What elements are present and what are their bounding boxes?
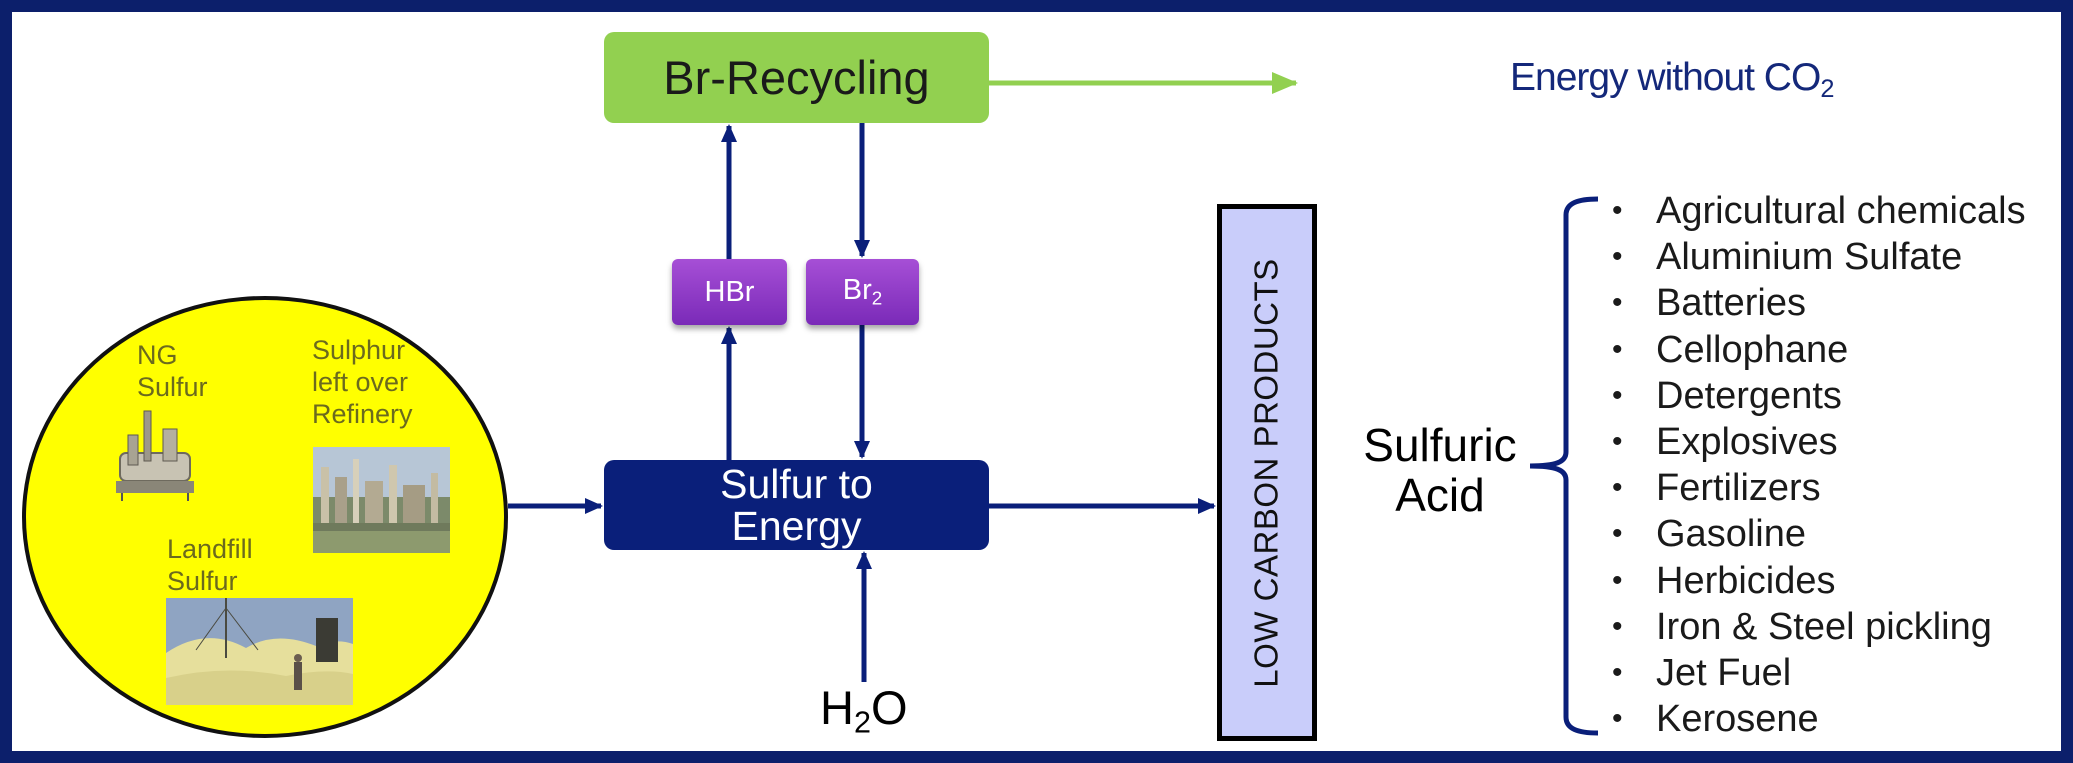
list-item-label: Herbicides	[1656, 559, 1836, 602]
list-item-label: Fertilizers	[1656, 467, 1821, 510]
landfill-sulfur-line2: Sulfur	[167, 566, 238, 596]
bullet-icon: •	[1612, 702, 1623, 736]
sulfur-to-energy-line1: Sulfur to	[720, 461, 873, 507]
list-item: • Detergents	[1608, 373, 2026, 419]
uses-bracket	[1529, 196, 1599, 736]
sulfuric-acid-uses-list: • Agricultural chemicals • Aluminium Sulfa…	[1608, 188, 2026, 742]
list-item: • Batteries	[1608, 280, 2026, 326]
hbr-chip: HBr	[672, 259, 787, 325]
list-item-label: Detergents	[1656, 374, 1842, 417]
list-item-label: Kerosene	[1656, 698, 1819, 741]
landfill-sulfur-line1: Landfill	[167, 534, 253, 564]
list-item: • Fertilizers	[1608, 465, 2026, 511]
sulfuric-acid-label: Sulfuric Acid	[1350, 420, 1530, 520]
bullet-icon: •	[1612, 655, 1623, 689]
ng-plant-image	[108, 405, 203, 505]
refinery-image	[313, 447, 450, 553]
sulfur-to-energy-box: Sulfur to Energy	[604, 460, 989, 550]
h2o-h: H	[820, 681, 854, 734]
list-item-label: Gasoline	[1656, 513, 1806, 556]
sulfuric-acid-line2: Acid	[1395, 469, 1485, 521]
ng-sulfur-label: NG Sulfur	[137, 339, 208, 403]
br-recycling-box: Br-Recycling	[604, 32, 989, 123]
list-item: • Kerosene	[1608, 696, 2026, 742]
bullet-icon: •	[1612, 517, 1623, 551]
list-item: • Herbicides	[1608, 558, 2026, 604]
bullet-icon: •	[1612, 471, 1623, 505]
sulphur-refinery-label: Sulphur left over Refinery	[312, 334, 413, 430]
list-item-label: Cellophane	[1656, 328, 1849, 371]
low-carbon-products-box: LOW CARBON PRODUCTS	[1217, 204, 1317, 741]
br2-subscript: 2	[871, 287, 883, 309]
energy-without-co2-subscript: 2	[1820, 75, 1834, 104]
list-item: • Aluminium Sulfate	[1608, 234, 2026, 280]
list-item-label: Jet Fuel	[1656, 651, 1792, 694]
list-item: • Explosives	[1608, 419, 2026, 465]
landfill-sulfur-label: Landfill Sulfur	[167, 533, 253, 597]
list-item-label: Iron & Steel pickling	[1656, 605, 1992, 648]
h2o-subscript: 2	[853, 705, 871, 740]
hbr-label: HBr	[704, 275, 755, 308]
list-item: • Jet Fuel	[1608, 650, 2026, 696]
list-item: • Gasoline	[1608, 511, 2026, 557]
bullet-icon: •	[1612, 286, 1623, 320]
br-recycling-label: Br-Recycling	[663, 51, 930, 104]
bullet-icon: •	[1612, 240, 1623, 274]
list-item-label: Agricultural chemicals	[1656, 190, 2026, 232]
bullet-icon: •	[1612, 332, 1623, 366]
ng-sulfur-line2: Sulfur	[137, 372, 208, 402]
low-carbon-products-label: LOW CARBON PRODUCTS	[1248, 257, 1285, 688]
list-item-label: Batteries	[1656, 282, 1806, 325]
bullet-icon: •	[1612, 424, 1623, 458]
sulphur-refinery-line2: left over	[312, 367, 409, 397]
sulphur-refinery-line3: Refinery	[312, 399, 413, 429]
sulfur-to-energy-line2: Energy	[731, 503, 862, 549]
bullet-icon: •	[1612, 378, 1623, 412]
list-item-label: Aluminium Sulfate	[1656, 236, 1963, 279]
bullet-icon: •	[1612, 609, 1623, 643]
bullet-icon: •	[1612, 563, 1623, 597]
h2o-o: O	[870, 681, 908, 734]
sulfuric-acid-line1: Sulfuric	[1363, 419, 1517, 471]
br2-chip: Br2	[806, 259, 919, 325]
br2-text: Br	[842, 274, 872, 307]
list-item: • Agricultural chemicals	[1608, 188, 2026, 234]
list-item-label: Explosives	[1656, 420, 1838, 463]
h2o-label: H2O	[820, 680, 908, 741]
energy-without-co2-text: Energy without CO	[1510, 56, 1821, 99]
landfill-sulfur-image	[166, 598, 353, 705]
energy-without-co2-title: Energy without CO2	[1510, 56, 1834, 104]
ng-sulfur-line1: NG	[137, 340, 178, 370]
sulphur-refinery-line1: Sulphur	[312, 335, 406, 365]
list-item: • Cellophane	[1608, 327, 2026, 373]
br2-label: Br2	[843, 274, 882, 309]
bullet-icon: •	[1612, 194, 1623, 227]
list-item: • Iron & Steel pickling	[1608, 604, 2026, 650]
